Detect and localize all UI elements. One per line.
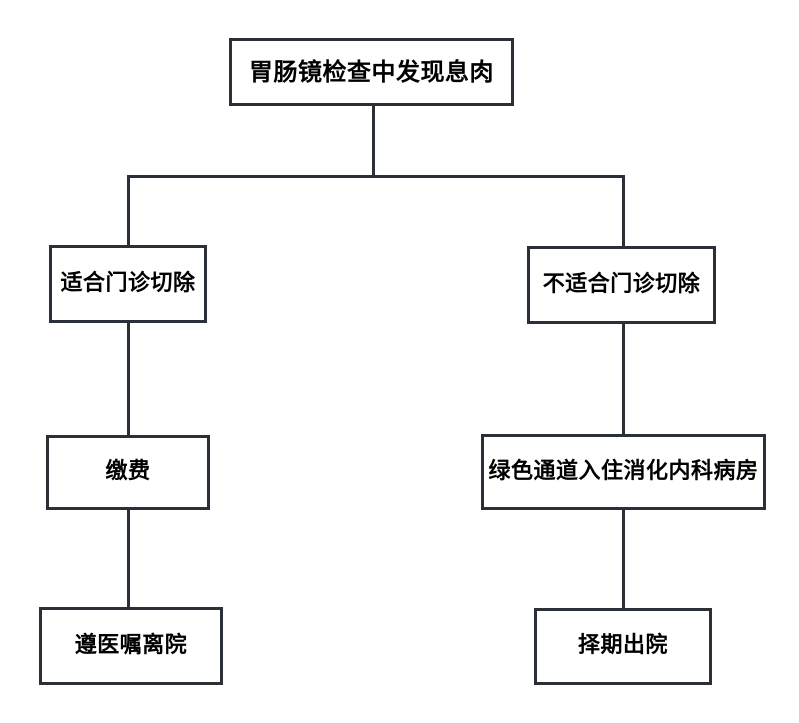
node-pay-label: 缴费 <box>105 459 151 485</box>
connector-split-to-right-branch <box>622 175 625 247</box>
node-left-branch[interactable]: 适合门诊切除 <box>49 245 207 323</box>
connector-split-to-left-branch <box>127 175 130 246</box>
connector-root-to-split <box>372 105 375 178</box>
node-green-lane[interactable]: 绿色通道入住消化内科病房 <box>481 434 766 510</box>
connector-pay-to-left-end <box>127 509 130 608</box>
connector-green-lane-to-right-end <box>622 509 625 609</box>
connector-split-bar <box>127 175 625 178</box>
node-right-branch-label: 不适合门诊切除 <box>542 271 701 297</box>
node-right-branch[interactable]: 不适合门诊切除 <box>527 246 716 324</box>
connector-right-branch-to-green-lane <box>622 323 625 435</box>
node-green-lane-label: 绿色通道入住消化内科病房 <box>488 458 759 484</box>
node-right-end-label: 择期出院 <box>577 633 668 659</box>
node-pay[interactable]: 缴费 <box>46 435 210 510</box>
node-right-end[interactable]: 择期出院 <box>534 608 712 685</box>
node-left-branch-label: 适合门诊切除 <box>60 270 196 296</box>
node-root[interactable]: 胃肠镜检查中发现息肉 <box>229 38 514 106</box>
connector-left-branch-to-pay <box>127 322 130 436</box>
node-left-end[interactable]: 遵医嘱离院 <box>39 607 223 685</box>
node-left-end-label: 遵医嘱离院 <box>74 632 188 658</box>
node-root-label: 胃肠镜检查中发现息肉 <box>249 57 494 86</box>
